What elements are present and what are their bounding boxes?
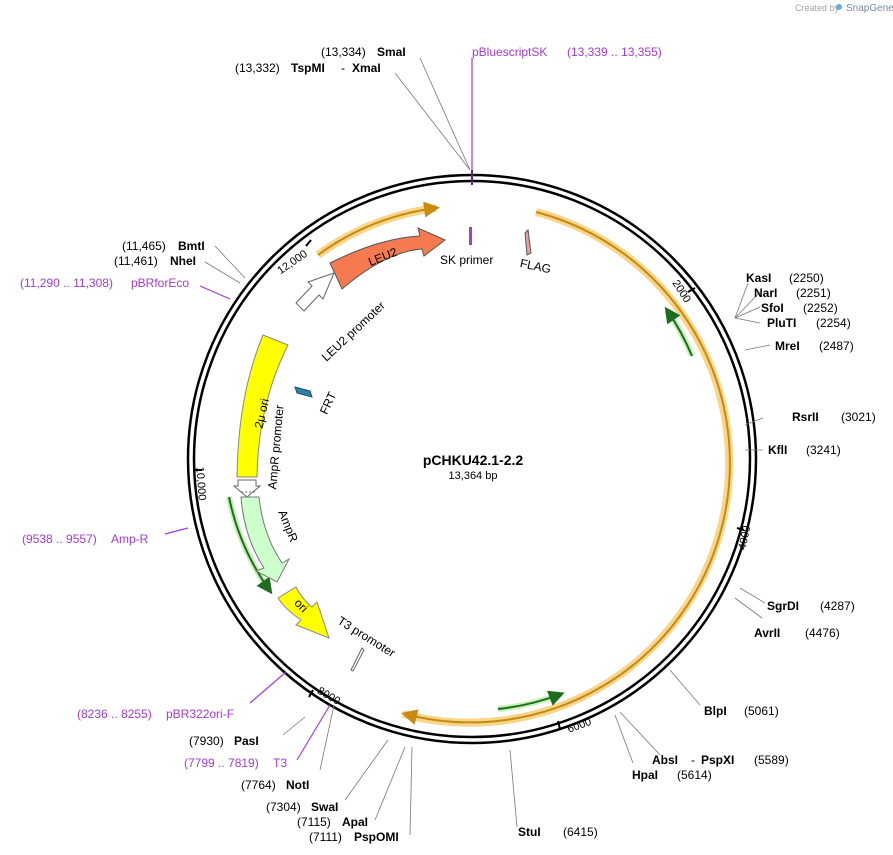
sfoi-position: (2252): [803, 301, 838, 315]
sgrdi-position: (4287): [820, 599, 855, 613]
tick-10000: 10,000: [193, 466, 207, 500]
tick-12000: 12,000: [275, 248, 309, 277]
t3-promoter-feature[interactable]: [350, 647, 365, 672]
swai-label[interactable]: SwaI: [311, 800, 338, 814]
kfli-position: (3241): [806, 443, 841, 457]
snapgene-logo-icon: [836, 4, 842, 10]
leu2-promoter-label: LEU2 promoter: [319, 298, 388, 364]
tspmi-position: (13,332): [235, 61, 280, 75]
rsrii-position: (3021): [841, 410, 876, 424]
apai-position: (7115): [297, 815, 331, 829]
apai-label[interactable]: ApaI: [342, 815, 368, 829]
stui-position: (6415): [563, 825, 598, 839]
plasmid-name: pCHKU42.1-2.2: [423, 452, 524, 468]
xmai-label[interactable]: XmaI: [352, 61, 381, 75]
stui-label[interactable]: StuI: [518, 825, 541, 839]
snapgene-watermark: Created by SnapGene: [795, 3, 893, 14]
pbluescriptsk-range: (13,339 .. 13,355): [567, 45, 662, 59]
pasi-label[interactable]: PasI: [234, 734, 259, 748]
t3-promoter-label: T3 promoter: [335, 614, 398, 661]
pbrforeco-label[interactable]: pBRforEco: [131, 276, 189, 290]
pasi-position: (7930): [189, 734, 224, 748]
mrei-label[interactable]: MreI: [775, 339, 800, 353]
mrei-position: (2487): [819, 339, 854, 353]
avrii-position: (4476): [805, 626, 840, 640]
frt-feature[interactable]: [294, 386, 313, 398]
nari-position: (2251): [796, 286, 831, 300]
pluti-position: (2254): [816, 316, 851, 330]
sk-primer-mark: [469, 227, 472, 245]
pspxi-label[interactable]: PspXI: [701, 753, 734, 767]
leu2-feature[interactable]: [329, 227, 446, 290]
large-orange-track: [401, 211, 731, 725]
tspmi-xmai-dash: -: [341, 61, 345, 75]
ampr-feature[interactable]: [240, 496, 291, 583]
nhei-position: (11,461): [114, 254, 158, 268]
pbr322-range: (8236 .. 8255): [77, 707, 152, 721]
t3-range: (7799 .. 7819): [184, 756, 259, 770]
absi-label[interactable]: AbsI: [652, 753, 678, 767]
bmti-label[interactable]: BmtI: [178, 239, 205, 253]
leu2-promoter-feature[interactable]: [295, 272, 335, 312]
pspomi-label[interactable]: PspOMI: [354, 830, 399, 844]
flag-label: FLAG: [519, 256, 553, 276]
blpi-label[interactable]: BlpI: [704, 704, 727, 718]
sfoi-label[interactable]: SfoI: [761, 301, 784, 315]
kfli-label[interactable]: KflI: [768, 443, 787, 457]
smai-position: (13,334): [321, 45, 366, 59]
nhei-label[interactable]: NheI: [170, 254, 196, 268]
sgrdi-label[interactable]: SgrDI: [767, 599, 799, 613]
leader-lines: [204, 57, 771, 836]
ampr-promoter-label: AmpR promoter: [265, 404, 286, 490]
blpi-position: (5061): [744, 704, 779, 718]
tick-4000: 4000: [737, 525, 754, 551]
kasi-position: (2250): [789, 271, 824, 285]
ori-feature[interactable]: [277, 586, 330, 639]
green-arrow-1: [664, 306, 693, 357]
ampr-primer-label[interactable]: Amp-R: [111, 532, 149, 546]
noti-label[interactable]: NotI: [286, 778, 309, 792]
bmti-position: (11,465): [122, 239, 166, 253]
ampr-primer-range: (9538 .. 9557): [22, 532, 97, 546]
t3-label[interactable]: T3: [273, 756, 287, 770]
two-micron-ori-label: 2μ ori: [252, 397, 272, 430]
watermark-text: Created by: [795, 3, 840, 13]
ampr-promoter-feature[interactable]: [232, 479, 262, 498]
hpai-label[interactable]: HpaI: [632, 768, 658, 782]
pbluescriptsk-label[interactable]: pBluescriptSK: [472, 45, 547, 59]
sk-primer-label: SK primer: [440, 253, 493, 267]
tspmi-label[interactable]: TspMI: [291, 61, 325, 75]
swai-position: (7304): [266, 800, 301, 814]
primer-lines: [164, 58, 473, 761]
rsrii-label[interactable]: RsrII: [792, 410, 819, 424]
frt-label: FRT: [317, 389, 340, 416]
brand-text: SnapGene: [846, 3, 893, 14]
two-micron-ori-feature[interactable]: [236, 334, 289, 478]
avrii-label[interactable]: AvrII: [754, 626, 780, 640]
pluti-label[interactable]: PluTI: [767, 316, 796, 330]
smai-label[interactable]: SmaI: [377, 45, 406, 59]
ampr-label: AmpR: [275, 508, 301, 544]
absi-pspxi-dash: -: [691, 753, 695, 767]
noti-position: (7764): [241, 778, 276, 792]
green-arrow-2: [497, 690, 565, 710]
green-arrow-3: [228, 496, 273, 595]
hpai-position: (5614): [677, 768, 712, 782]
kasi-label[interactable]: KasI: [746, 271, 771, 285]
pbr322-label[interactable]: pBR322ori-F: [166, 707, 234, 721]
flag-feature[interactable]: [524, 228, 532, 256]
pspomi-position: (7111): [309, 830, 342, 844]
pbrforeco-range: (11,290 .. 11,308): [20, 276, 113, 290]
plasmid-size: 13,364 bp: [449, 470, 498, 482]
absi-position: (5589): [754, 753, 789, 767]
nari-label[interactable]: NarI: [754, 286, 777, 300]
small-orange-track: [317, 201, 440, 256]
